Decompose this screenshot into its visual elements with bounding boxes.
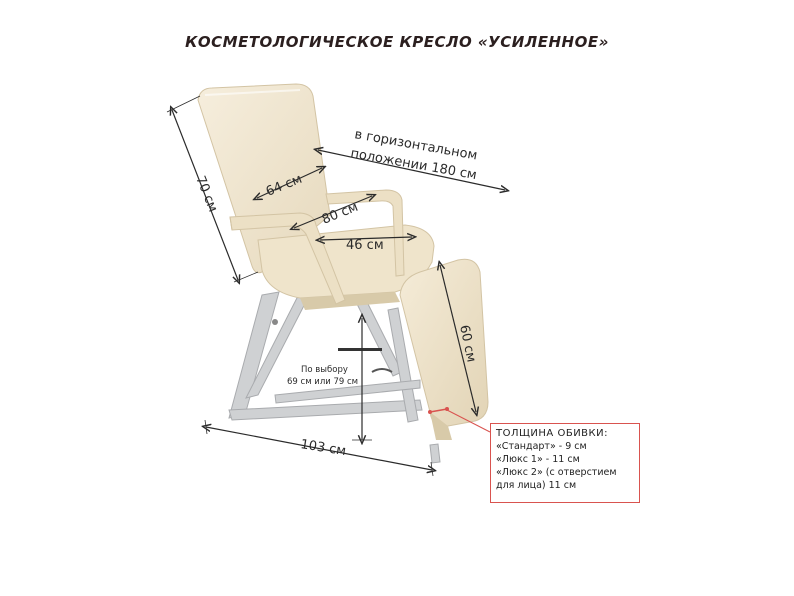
legend-line: «Люкс 1» - 11 см — [496, 454, 580, 465]
dim-line-64 — [257, 168, 322, 198]
dim-line-80 — [294, 196, 372, 228]
label-height-1: По выбору — [301, 365, 348, 375]
dim-line-70 — [172, 110, 238, 280]
label-70: 70 см — [192, 174, 220, 215]
dim-line-60 — [440, 265, 476, 412]
dim-line-103 — [206, 427, 432, 470]
thickness-marker — [428, 407, 491, 433]
label-103: 103 см — [299, 437, 347, 459]
legend-line: «Стандарт» - 9 см — [496, 441, 587, 452]
legend-line: «Люкс 2» (с отверстием — [496, 467, 617, 478]
dim-line-46 — [320, 237, 412, 240]
label-46: 46 см — [346, 238, 384, 253]
upholstery-legend: ТОЛЩИНА ОБИВКИ: «Стандарт» - 9 см «Люкс … — [490, 423, 640, 503]
dimension-lines — [166, 95, 505, 477]
legend-line: для лица) 11 см — [496, 480, 577, 491]
legend-heading: ТОЛЩИНА ОБИВКИ: — [496, 428, 608, 439]
label-height-2: 69 см или 79 см — [287, 377, 358, 387]
page-title: КОСМЕТОЛОГИЧЕСКОЕ КРЕСЛО «УСИЛЕННОЕ» — [185, 33, 609, 51]
dim-line-180 — [318, 150, 505, 190]
